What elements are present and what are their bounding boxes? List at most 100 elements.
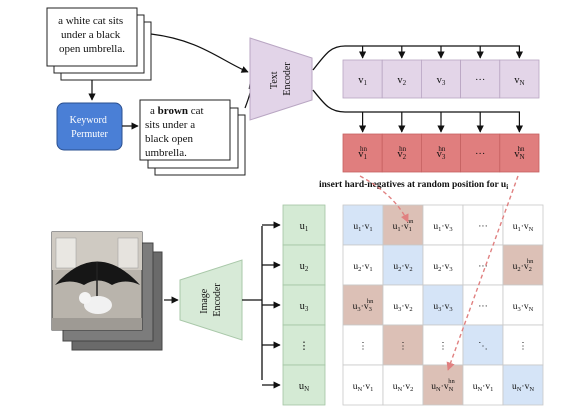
image-encoder: Image Encoder <box>179 259 243 341</box>
matrix-cell-label: uN·v2 <box>393 382 414 393</box>
keyword-permuter: Keyword Permuter <box>56 102 123 151</box>
matrix-cell-label: ⋮ <box>518 342 528 352</box>
svg-text:Text Encoder: Text Encoder <box>269 62 293 96</box>
permuted-caption-line: a brown cat <box>150 105 204 117</box>
matrix-cell-label: ··· <box>478 222 488 232</box>
matrix-cell <box>462 204 504 246</box>
permuted-caption-line: umbrella. <box>145 147 187 159</box>
text-encoder-label: Text <box>269 71 280 89</box>
hn-cell-label: v1hn <box>358 145 367 161</box>
v-cell-label: v1 <box>358 75 367 87</box>
svg-text:Image Encoder: Image Encoder <box>199 283 223 317</box>
text-encoder-label: Encoder <box>282 62 293 96</box>
hn-cell-label: v2hn <box>397 145 406 161</box>
matrix-cell <box>382 284 424 326</box>
matrix-cell <box>502 284 544 326</box>
matrix-cell-label: u2·v1 <box>353 262 372 273</box>
u-cell <box>282 204 326 246</box>
permuted-caption-line: sits under a <box>145 119 195 131</box>
matrix-cell-label: uN·vNhn <box>431 378 455 393</box>
original-caption-stack: a white cat sits under a black open umbr… <box>46 7 152 81</box>
v-cell <box>381 59 422 99</box>
keyword-permuter-label: Keyword <box>70 115 107 126</box>
matrix-cell-label: u2·v3 <box>433 262 452 273</box>
matrix-cell-label: ⋱ <box>478 342 488 352</box>
matrix-cell <box>422 284 464 326</box>
keyword-permuter-box <box>56 102 123 151</box>
matrix-cell <box>342 204 384 246</box>
v-arrows <box>359 46 523 59</box>
permuted-caption-stack: a brown cat sits under a black open umbr… <box>139 99 246 176</box>
image-encoder-shape <box>179 259 243 341</box>
matrix-cell <box>502 364 544 406</box>
matrix-cell-label: u2·v2 <box>393 262 412 273</box>
u-cell <box>282 244 326 286</box>
matrix-cell-label: ⋮ <box>358 342 368 352</box>
u-cell <box>282 284 326 326</box>
image-encoder-label: Image <box>199 288 210 314</box>
matrix-cell-label: ··· <box>478 262 488 272</box>
hn-arrows <box>359 112 523 133</box>
matrix-cell <box>422 324 464 366</box>
svg-text:a white cat sits under a: a white cat sits under a black open umbr… <box>58 15 126 55</box>
svg-text:Keyword Permuter: Keyword Permuter <box>70 115 110 140</box>
v-cell <box>420 59 461 99</box>
u-cell-label: u2 <box>300 261 309 273</box>
u-cell-label: u1 <box>300 221 309 233</box>
v-cell-label: v2 <box>397 75 406 87</box>
matrix-cell-label: uN·vN <box>512 382 534 393</box>
v-cell-label: vN <box>514 75 524 87</box>
matrix-cell-label: u1·v1 <box>353 222 372 233</box>
hn-cell-label: v3hn <box>437 145 446 161</box>
original-caption-line: open umbrella. <box>59 43 125 55</box>
matrix-cell <box>502 244 544 286</box>
matrix-cell-label: ⋮ <box>438 342 448 352</box>
matrix-cell-label: u3·v3hn <box>353 298 374 313</box>
caption-to-text-encoder-arrow <box>150 33 249 73</box>
hard-negative-insert-arrow <box>446 175 519 371</box>
hard-negative-row: v1hn v2hn v3hn ··· vNhn <box>342 133 540 173</box>
text-encoder-bracket-top <box>312 45 520 71</box>
image-encoder-label: Encoder <box>212 283 223 317</box>
matrix-cell <box>502 324 544 366</box>
matrix-cell <box>382 244 424 286</box>
matrix-cell <box>422 364 464 406</box>
white-cat-shape <box>84 296 112 314</box>
hard-negative-caption: insert hard-negatives at random position… <box>319 180 508 191</box>
matrix-cell-label: u1·v3 <box>433 222 452 233</box>
matrix-cell-label: u1·vN <box>513 222 534 233</box>
hn-cell-label: ··· <box>475 149 486 160</box>
matrix-cell-label: ··· <box>478 302 488 312</box>
matrix-cell <box>342 244 384 286</box>
matrix-cell-label: u1·v1hn <box>393 218 414 233</box>
matrix-cell <box>382 324 424 366</box>
text-encoder: Text Encoder <box>249 37 313 121</box>
u-cell-label: uN <box>299 381 309 393</box>
v-cell-label: v3 <box>437 75 446 87</box>
hn-cell-label: vNhn <box>514 145 525 161</box>
matrix-cell-label: u3·vN <box>513 302 534 313</box>
hn-cell <box>420 133 461 173</box>
similarity-matrix: u1·v1 u1·v1hn u1·v3 ··· u1·vN u2·v1 u2·v2 u2·v3… <box>342 204 544 406</box>
matrix-cell-label: u3·v2 <box>393 302 412 313</box>
text-encoder-shape <box>249 37 313 121</box>
hard-negative-insert-arrow <box>359 175 409 223</box>
v-cell <box>499 59 540 99</box>
keyword-permuter-label: Permuter <box>71 129 108 140</box>
hn-cell <box>499 133 540 173</box>
permuted-caption-line: black open <box>145 133 193 145</box>
u-cell-label: u3 <box>300 301 309 313</box>
matrix-cell <box>462 284 504 326</box>
v-cell-label: ··· <box>475 75 486 86</box>
u-cell-label: ⋮ <box>299 341 310 352</box>
matrix-cell-label: u2·v2hn <box>513 258 534 273</box>
matrix-cell-label: uN·v1 <box>353 382 374 393</box>
v-cell <box>460 59 501 99</box>
cat-umbrella-photo <box>51 231 143 331</box>
hn-cell <box>460 133 501 173</box>
matrix-cell <box>462 244 504 286</box>
text-embedding-row: v1 v2 v3 ··· vN <box>342 59 540 99</box>
u-cell <box>282 324 326 366</box>
text-encoder-bracket-bottom <box>312 89 520 113</box>
